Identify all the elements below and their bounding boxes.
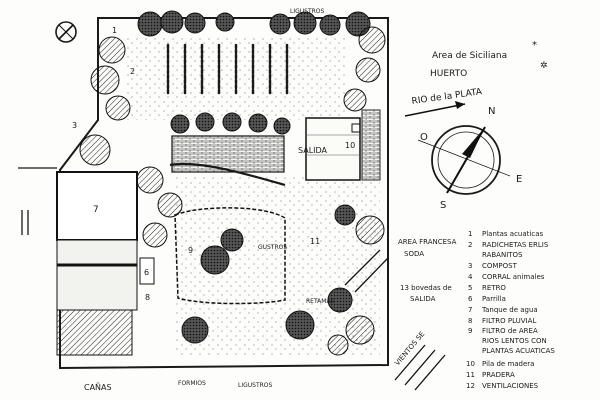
pond-area	[174, 207, 286, 305]
label-n10: 10	[345, 141, 355, 150]
hedge-over-bricks	[170, 112, 291, 135]
star-mark: *	[532, 40, 537, 51]
label-n2: 2	[130, 67, 135, 76]
svg-text:FILTRO de AREA: FILTRO de AREA	[482, 327, 538, 335]
legend-item: 10 Pila de madera	[466, 360, 534, 368]
label-n11: 11	[310, 237, 320, 246]
label-n7: 7	[93, 205, 99, 215]
compass-o: O	[420, 132, 428, 143]
legend-item: 6 Parrilla	[468, 295, 506, 303]
svg-text:11: 11	[466, 371, 475, 379]
svg-text:RIOS LENTOS CON: RIOS LENTOS CON	[482, 337, 547, 345]
building-10	[305, 117, 361, 181]
svg-text:4: 4	[468, 273, 473, 281]
note-area-francesa-2: SODA	[404, 250, 424, 258]
left-fence	[18, 167, 57, 235]
label-canas: CAÑAS	[84, 382, 112, 392]
legend-item: 3 COMPOST	[468, 262, 518, 270]
label-salida: SALIDA	[298, 146, 328, 155]
vegetable-rows	[166, 43, 289, 97]
svg-text:6: 6	[468, 295, 473, 303]
label-n3: 3	[72, 121, 77, 130]
legend-item: 4 CORRAL animales	[468, 273, 545, 281]
svg-text:5: 5	[468, 284, 472, 292]
top-hedge	[137, 10, 371, 37]
compass-rose	[417, 125, 511, 195]
svg-text:Tanque de agua: Tanque de agua	[481, 306, 538, 314]
svg-text:9: 9	[468, 327, 472, 335]
item-6-box	[139, 257, 155, 285]
svg-text:10: 10	[466, 360, 475, 368]
svg-text:3: 3	[468, 262, 472, 270]
label-n6: 6	[144, 268, 149, 277]
river-label: RIO de la PLATA	[411, 87, 483, 107]
legend-item: 9 FILTRO de AREA	[468, 327, 538, 335]
label-n1: 1	[112, 26, 117, 35]
label-n8: 8	[145, 293, 150, 302]
svg-text:PRADERA: PRADERA	[482, 371, 515, 379]
compass-e: E	[516, 174, 522, 185]
svg-text:COMPOST: COMPOST	[482, 262, 518, 270]
svg-text:RABANITOS: RABANITOS	[482, 251, 523, 259]
legend-item: 2 RADICHETAS ERLIS	[468, 241, 549, 249]
legend: 1 Plantas acuaticas 2 RADICHETAS ERLIS RAB…	[466, 230, 555, 390]
label-formios: FORMIOS	[178, 380, 206, 387]
svg-text:Pila de madera: Pila de madera	[482, 360, 534, 368]
legend-item: 12 VENTILACIONES	[466, 382, 539, 390]
svg-text:7: 7	[468, 306, 472, 314]
compass-n: N	[488, 106, 495, 117]
label-n9: 9	[188, 246, 193, 255]
svg-text:PLANTAS ACUATICAS: PLANTAS ACUATICAS	[482, 347, 555, 355]
label-retamas: RETAMAS	[306, 298, 335, 305]
label-ligustros-top: LIGUSTROS	[290, 8, 325, 15]
svg-text:FILTRO PLUVIAL: FILTRO PLUVIAL	[482, 317, 536, 325]
legend-item: 5 RETRO	[468, 284, 506, 292]
star-mark-2: ✲	[540, 61, 548, 71]
title-line-1: Area de Siciliana	[432, 51, 507, 61]
bottom-left-hatched	[56, 309, 133, 356]
svg-text:VENTILACIONES: VENTILACIONES	[482, 382, 539, 390]
svg-text:12: 12	[466, 382, 475, 390]
legend-item: 8 FILTRO PLUVIAL	[468, 317, 536, 325]
title-line-2: HUERTO	[430, 69, 467, 79]
legend-item: RABANITOS	[482, 251, 523, 259]
legend-item: PLANTAS ACUATICAS	[482, 347, 555, 355]
svg-text:2: 2	[468, 241, 472, 249]
pond-trees	[181, 204, 356, 344]
circle-mark-topleft	[55, 21, 77, 43]
river-arrow	[404, 101, 466, 117]
svg-text:RADICHETAS ERLIS: RADICHETAS ERLIS	[482, 241, 549, 249]
note-area-francesa-1: AREA FRANCESA	[398, 238, 457, 246]
small-square	[351, 123, 361, 133]
legend-item: 7 Tanque de agua	[468, 306, 538, 314]
svg-text:RETRO: RETRO	[482, 284, 506, 292]
svg-text:Plantas acuaticas: Plantas acuaticas	[482, 230, 543, 238]
legend-item: 11 PRADERA	[466, 371, 515, 379]
svg-text:1: 1	[468, 230, 472, 238]
label-ligustros-bottom: LIGUSTROS	[238, 382, 273, 389]
svg-text:Parrilla: Parrilla	[482, 295, 506, 303]
legend-item: 1 Plantas acuaticas	[468, 230, 543, 238]
label-gustros: GUSTROS	[258, 244, 287, 251]
note-bovedas-2: SALIDA	[410, 295, 436, 303]
tank-7	[56, 171, 138, 241]
wind-arrows	[344, 249, 446, 391]
note-bovedas-1: 13 bovedas de	[400, 284, 452, 292]
stone-path	[361, 109, 381, 181]
svg-text:8: 8	[468, 317, 472, 325]
brick-block	[171, 135, 285, 173]
svg-text:CORRAL animales: CORRAL animales	[482, 273, 545, 281]
right-hedge	[327, 26, 386, 356]
parrilla-area	[56, 239, 138, 311]
compass-s: S	[440, 200, 446, 211]
legend-item: RIOS LENTOS CON	[482, 337, 547, 345]
left-tree-belt	[79, 36, 183, 248]
